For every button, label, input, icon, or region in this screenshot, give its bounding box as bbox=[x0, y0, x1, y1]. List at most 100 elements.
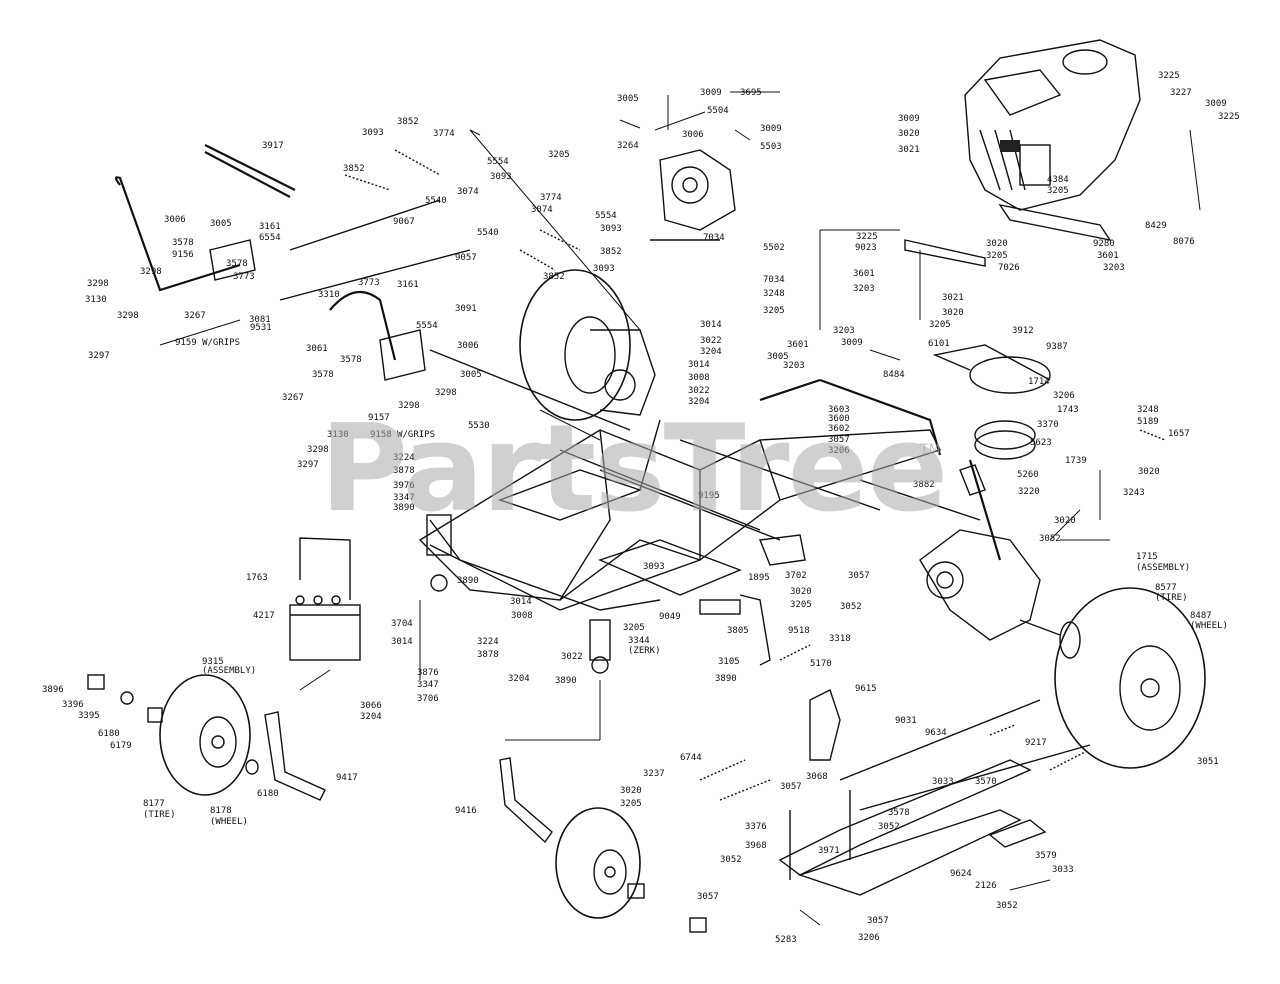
callout-label: 3267 bbox=[184, 311, 206, 321]
callout-label: 3022 bbox=[561, 652, 583, 662]
callout-label: 3600 bbox=[828, 414, 850, 424]
callout-label: 3227 bbox=[1170, 88, 1192, 98]
callout-label: 3204 bbox=[508, 674, 530, 684]
callout-label: 9416 bbox=[455, 806, 477, 816]
callout-label: 3093 bbox=[490, 172, 512, 182]
callout-label: 9157 bbox=[368, 413, 390, 423]
callout-label: 3976 bbox=[393, 481, 415, 491]
callout-label: 3057 bbox=[848, 571, 870, 581]
callout-label: 3220 bbox=[1018, 487, 1040, 497]
callout-label: 4217 bbox=[253, 611, 275, 621]
callout-label: (ASSEMBLY) bbox=[202, 666, 256, 676]
callout-label: 3206 bbox=[1053, 391, 1075, 401]
callout-label: 3917 bbox=[262, 141, 284, 151]
callout-label: 5554 bbox=[487, 157, 509, 167]
callout-label: 4384 bbox=[1047, 175, 1069, 185]
callout-label: 3298 bbox=[87, 279, 109, 289]
callout-label: (WHEEL) bbox=[1190, 621, 1228, 631]
callout-label: 3248 bbox=[1137, 405, 1159, 415]
callout-label: 3005 bbox=[767, 352, 789, 362]
callout-label: 3310 bbox=[318, 290, 340, 300]
callout-label: 3005 bbox=[460, 370, 482, 380]
callout-label: 3020 bbox=[620, 786, 642, 796]
callout-label: 9031 bbox=[895, 716, 917, 726]
callout-label: 6180 bbox=[257, 789, 279, 799]
callout-label: 3968 bbox=[745, 841, 767, 851]
engine-mount-plate bbox=[904, 203, 1112, 267]
callout-label: 5283 bbox=[775, 935, 797, 945]
callout-label: 7034 bbox=[703, 233, 725, 243]
callout-label: 3205 bbox=[623, 623, 645, 633]
callout-label: 1714 bbox=[1028, 377, 1050, 387]
callout-label: 3578 bbox=[888, 808, 910, 818]
callout-label: 3020 bbox=[1054, 516, 1076, 526]
callout-label: 3093 bbox=[362, 128, 384, 138]
callout-label: 3805 bbox=[727, 626, 749, 636]
callout-label: 3344 bbox=[628, 636, 650, 646]
callout-label: 3347 bbox=[393, 493, 415, 503]
callout-label: 3395 bbox=[78, 711, 100, 721]
callout-label: 9518 bbox=[788, 626, 810, 636]
callout-label: 7034 bbox=[763, 275, 785, 285]
frame-cross-rails bbox=[559, 419, 981, 541]
callout-label: 3093 bbox=[600, 224, 622, 234]
callout-label: 1763 bbox=[246, 573, 268, 583]
callout-label: 9159 W/GRIPS bbox=[175, 338, 240, 348]
callout-label: 3205 bbox=[620, 799, 642, 809]
callout-label: 8484 bbox=[883, 370, 905, 380]
callout-label: 3890 bbox=[555, 676, 577, 686]
callout-label: 3204 bbox=[360, 712, 382, 722]
callout-label: 9615 bbox=[855, 684, 877, 694]
callout-label: 3068 bbox=[806, 772, 828, 782]
springs-links bbox=[344, 149, 1166, 801]
front-deck-drive bbox=[650, 149, 736, 241]
callout-label: 1657 bbox=[1168, 429, 1190, 439]
callout-label: 3066 bbox=[360, 701, 382, 711]
front-axle-parts bbox=[87, 674, 707, 933]
callout-label: 9067 bbox=[393, 217, 415, 227]
callout-label: 3006 bbox=[457, 341, 479, 351]
callout-label: 3852 bbox=[343, 164, 365, 174]
callout-label: 3224 bbox=[393, 453, 415, 463]
callout-label: 3601 bbox=[853, 269, 875, 279]
callout-label: 9156 bbox=[172, 250, 194, 260]
callout-label: 3020 bbox=[1138, 467, 1160, 477]
callout-label: 9417 bbox=[336, 773, 358, 783]
engine bbox=[964, 39, 1141, 211]
callout-label: 3578 bbox=[340, 355, 362, 365]
callout-labels: 3005 3009 3695 5504 3006 3009 5503 3205 … bbox=[42, 71, 1240, 945]
callout-label: 3602 bbox=[828, 424, 850, 434]
belt-pulleys bbox=[932, 344, 1051, 460]
callout-label: 3009 bbox=[841, 338, 863, 348]
callout-label: (TIRE) bbox=[1155, 593, 1188, 603]
callout-label: 3297 bbox=[297, 460, 319, 470]
callout-label: 5540 bbox=[477, 228, 499, 238]
callout-label: 3852 bbox=[600, 247, 622, 257]
callout-label: 3014 bbox=[510, 597, 532, 607]
callout-label: 3205 bbox=[790, 600, 812, 610]
callout-label: 1715 bbox=[1136, 552, 1158, 562]
callout-label: (ASSEMBLY) bbox=[1136, 563, 1190, 573]
left-rear-wheel-motor bbox=[519, 269, 656, 421]
callout-label: 3130 bbox=[327, 430, 349, 440]
callout-label: 3578 bbox=[172, 238, 194, 248]
callout-label: 3161 bbox=[259, 222, 281, 232]
callout-label: 3009 bbox=[760, 124, 782, 134]
callout-label: 5504 bbox=[707, 106, 729, 116]
callout-label: 3006 bbox=[164, 215, 186, 225]
leader-lines bbox=[159, 91, 1201, 926]
right-front-tire bbox=[555, 807, 641, 919]
callout-label: 3052 bbox=[1039, 534, 1061, 544]
callout-label: 9023 bbox=[855, 243, 877, 253]
callout-label: 3061 bbox=[306, 344, 328, 354]
callout-label: 3878 bbox=[477, 650, 499, 660]
callout-label: 3051 bbox=[1197, 757, 1219, 767]
callout-label: 3205 bbox=[986, 251, 1008, 261]
callout-label: 6179 bbox=[110, 741, 132, 751]
callout-label: 8429 bbox=[1145, 221, 1167, 231]
callout-label: 8177 bbox=[143, 799, 165, 809]
callout-label: 3224 bbox=[477, 637, 499, 647]
callout-label: 6101 bbox=[928, 339, 950, 349]
callout-label: 3570 bbox=[975, 777, 997, 787]
